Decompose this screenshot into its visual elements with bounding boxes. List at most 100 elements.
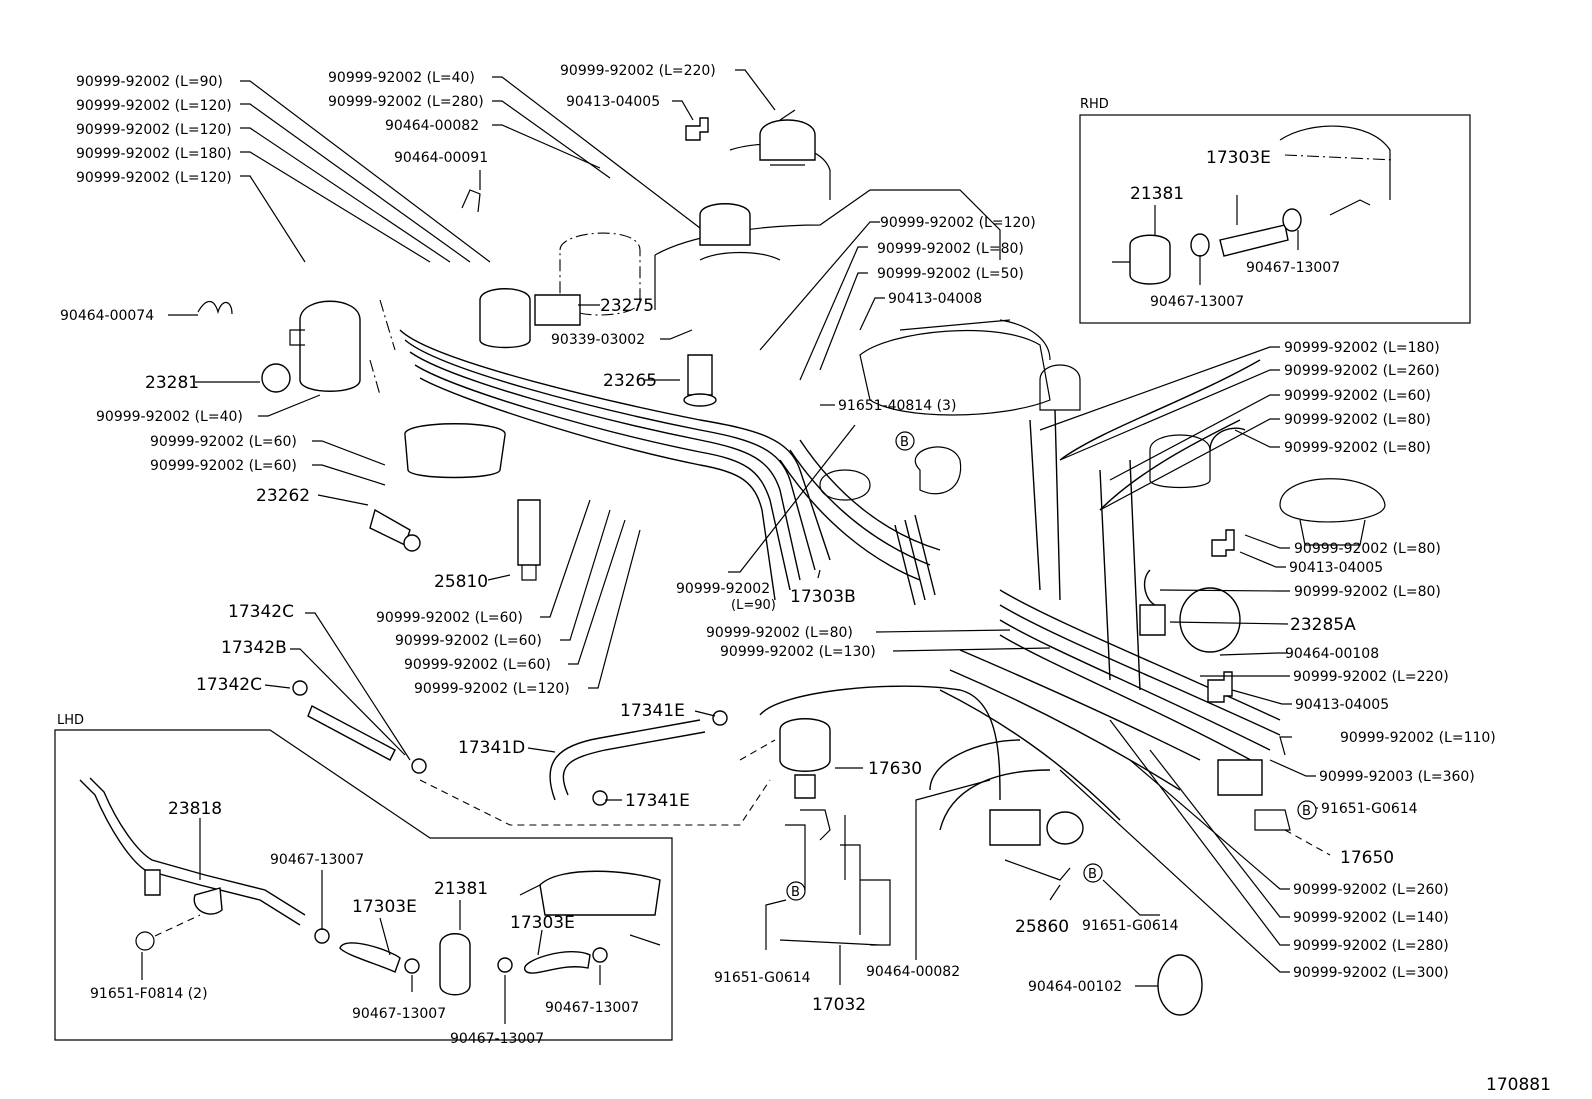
part-label: 23285A	[1290, 615, 1356, 635]
hose-bundle	[399, 329, 1281, 831]
part-label: 17341E	[625, 791, 690, 811]
part-label: 90464-00091	[394, 150, 488, 166]
part-label: 17650	[1340, 848, 1394, 868]
part-label: 90999-92002 (L=60)	[1284, 388, 1431, 404]
part-label: 90999-92002	[676, 581, 770, 597]
part-label: 17032	[812, 995, 866, 1015]
part-label: 90467-13007	[270, 852, 364, 868]
part-label: 17342C	[196, 675, 262, 695]
part-label: 90999-92002 (L=60)	[404, 657, 551, 673]
part-label: 90999-92002 (L=50)	[877, 266, 1024, 282]
part-label: 90999-92002 (L=140)	[1293, 910, 1449, 926]
part-label: 90999-92002 (L=40)	[328, 70, 475, 86]
part-label: 25860	[1015, 917, 1069, 937]
part-label: 90467-13007	[1246, 260, 1340, 276]
part-label: (L=90)	[731, 598, 776, 613]
part-label: 23275	[600, 296, 654, 316]
part-label: 23265	[603, 371, 657, 391]
small-fittings	[197, 117, 1291, 1016]
part-label: 17341E	[620, 701, 685, 721]
part-label: 90999-92003 (L=360)	[1319, 769, 1475, 785]
part-label: 90339-03002	[551, 332, 645, 348]
b-markers: B B B B	[786, 431, 1317, 901]
part-label: 91651-G0614	[714, 970, 811, 986]
part-label: 90999-92002 (L=260)	[1293, 882, 1449, 898]
part-labels: 90999-92002 (L=90) 90999-92002 (L=120) 9…	[60, 63, 1551, 1095]
part-label: 90467-13007	[545, 1000, 639, 1016]
part-label: 91651-40814 (3)	[838, 398, 956, 414]
part-label: 90413-04005	[1295, 697, 1389, 713]
part-label: 90999-92002 (L=80)	[1294, 541, 1441, 557]
part-label: 90999-92002 (L=90)	[76, 74, 223, 90]
b-marker: B	[1083, 863, 1103, 883]
part-label: 90999-92002 (L=80)	[1284, 412, 1431, 428]
part-label: 17303E	[510, 913, 575, 933]
part-label: 90467-13007	[1150, 294, 1244, 310]
part-label: 23281	[145, 373, 199, 393]
part-label: 90999-92002 (L=130)	[720, 644, 876, 660]
part-label: 90999-92002 (L=180)	[1284, 340, 1440, 356]
part-label: 90413-04005	[566, 94, 660, 110]
part-label: 90464-00108	[1285, 646, 1379, 662]
part-label: 17342B	[221, 638, 287, 658]
part-label: 90999-92002 (L=120)	[76, 122, 232, 138]
part-label: 90999-92002 (L=40)	[96, 409, 243, 425]
part-label: 91651-G0614	[1082, 918, 1179, 934]
part-label: 25810	[434, 572, 488, 592]
rhd-section-title: RHD	[1080, 97, 1109, 112]
part-label: 17630	[868, 759, 922, 779]
part-label: 90467-13007	[450, 1031, 544, 1047]
part-label: 90999-92002 (L=80)	[1294, 584, 1441, 600]
part-label: 90999-92002 (L=120)	[76, 170, 232, 186]
part-label: 23262	[256, 486, 310, 506]
part-label: 90999-92002 (L=60)	[150, 458, 297, 474]
part-label: 90999-92002 (L=110)	[1340, 730, 1496, 746]
part-label: 90999-92002 (L=60)	[376, 610, 523, 626]
svg-text:B: B	[1302, 804, 1311, 819]
part-label: 90464-00082	[866, 964, 960, 980]
part-label: 23818	[168, 799, 222, 819]
part-label: 90999-92002 (L=60)	[150, 434, 297, 450]
part-label: 91651-F0814 (2)	[90, 986, 208, 1002]
part-label: 90999-92002 (L=180)	[76, 146, 232, 162]
part-label: 91651-G0614	[1321, 801, 1418, 817]
part-label: 90999-92002 (L=220)	[560, 63, 716, 79]
part-label: 90999-92002 (L=120)	[880, 215, 1036, 231]
part-label: 90999-92002 (L=120)	[414, 681, 570, 697]
part-label: 90464-00102	[1028, 979, 1122, 995]
diagram-id: 170881	[1486, 1075, 1551, 1095]
part-label: 21381	[434, 879, 488, 899]
b-marker: B	[895, 431, 915, 451]
part-label: 90464-00074	[60, 308, 154, 324]
part-label: 90999-92002 (L=60)	[395, 633, 542, 649]
part-label: 17342C	[228, 602, 294, 622]
part-label: 90467-13007	[352, 1006, 446, 1022]
dashed-references	[419, 739, 1331, 856]
part-label: 90999-92002 (L=280)	[328, 94, 484, 110]
part-label: 90464-00082	[385, 118, 479, 134]
part-label: 90999-92002 (L=220)	[1293, 669, 1449, 685]
b-marker: B	[786, 881, 806, 901]
part-label: 90999-92002 (L=80)	[1284, 440, 1431, 456]
part-label: 90999-92002 (L=120)	[76, 98, 232, 114]
part-label: 90999-92002 (L=80)	[706, 625, 853, 641]
b-marker: B	[1297, 800, 1317, 820]
part-label: 17303E	[352, 897, 417, 917]
part-label: 17341D	[458, 738, 525, 758]
svg-text:B: B	[900, 435, 909, 450]
leader-lines	[141, 69, 1318, 1024]
part-label: 90413-04008	[888, 291, 982, 307]
part-label: 90999-92002 (L=300)	[1293, 965, 1449, 981]
part-label: 21381	[1130, 184, 1184, 204]
part-label: 90999-92002 (L=280)	[1293, 938, 1449, 954]
rhd-inset: RHD	[1079, 97, 1471, 324]
lhd-inset: LHD	[54, 713, 673, 1041]
part-label: 17303E	[1206, 148, 1271, 168]
part-label: 90999-92002 (L=80)	[877, 241, 1024, 257]
engine-line-art	[261, 109, 1386, 581]
part-label: 90999-92002 (L=260)	[1284, 363, 1440, 379]
svg-text:B: B	[791, 885, 800, 900]
part-label: 90413-04005	[1289, 560, 1383, 576]
part-label: 17303B	[790, 587, 856, 607]
